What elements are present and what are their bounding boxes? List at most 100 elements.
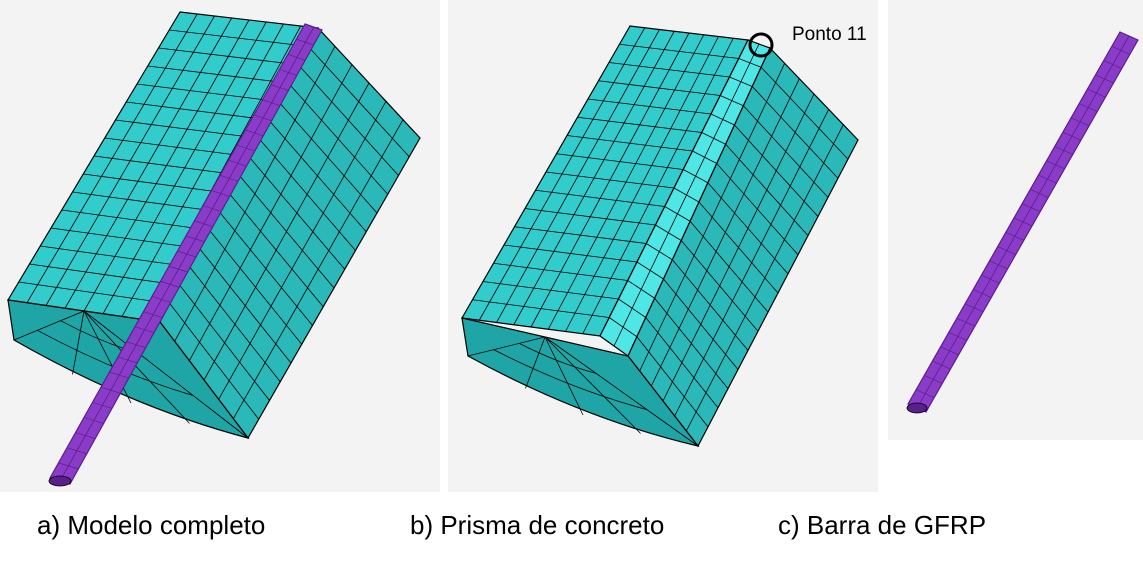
mesh-line bbox=[720, 95, 744, 107]
mesh-line bbox=[636, 336, 709, 428]
mesh-line bbox=[93, 155, 240, 176]
mesh-line bbox=[158, 47, 299, 66]
panel-a-bar-end bbox=[48, 475, 72, 487]
mesh-line bbox=[288, 82, 389, 195]
bar-mesh-line bbox=[287, 53, 306, 61]
mesh-line bbox=[618, 298, 646, 318]
mesh-line bbox=[535, 189, 665, 207]
mesh-line bbox=[655, 224, 682, 241]
mesh-line bbox=[627, 280, 655, 299]
mesh-line bbox=[482, 281, 619, 300]
bar-mesh-line bbox=[916, 35, 1130, 409]
mesh-line bbox=[544, 336, 641, 434]
panel-b-top-face-lines bbox=[472, 27, 739, 334]
mesh-line bbox=[566, 135, 693, 152]
mesh-line bbox=[692, 150, 717, 164]
mesh-line bbox=[514, 226, 647, 244]
mesh-line bbox=[544, 336, 699, 447]
mesh-line bbox=[654, 297, 729, 389]
mesh-line bbox=[61, 209, 210, 231]
mesh-line bbox=[136, 83, 279, 102]
panel-b-end-face bbox=[461, 317, 700, 447]
mesh-line bbox=[169, 303, 260, 420]
mesh-line bbox=[680, 240, 759, 332]
mesh-line bbox=[189, 266, 281, 382]
mesh-line bbox=[72, 191, 220, 213]
mesh-line bbox=[493, 349, 648, 411]
mesh-line bbox=[278, 101, 378, 214]
mesh-line bbox=[126, 101, 269, 121]
bar-mesh-line bbox=[296, 38, 314, 46]
mesh-line bbox=[467, 336, 546, 357]
mesh-line bbox=[751, 86, 839, 179]
mesh-line bbox=[525, 336, 546, 389]
mesh-line bbox=[307, 46, 410, 158]
caption-a: a) Modelo completo bbox=[37, 510, 266, 540]
mesh-line bbox=[179, 285, 270, 401]
mesh-line bbox=[83, 310, 249, 439]
mesh-line bbox=[587, 98, 712, 115]
mesh-line bbox=[701, 132, 726, 145]
mesh-line bbox=[598, 80, 721, 96]
mesh-line bbox=[268, 119, 367, 233]
mesh-line bbox=[556, 153, 684, 170]
mesh-line bbox=[609, 317, 638, 338]
mesh-line bbox=[672, 259, 749, 351]
mesh-line bbox=[683, 169, 709, 184]
mesh-line bbox=[83, 310, 190, 424]
mesh-line bbox=[115, 119, 259, 139]
mesh-line bbox=[619, 43, 739, 59]
mesh-line bbox=[13, 310, 85, 341]
mesh-line bbox=[608, 62, 730, 78]
mesh-line bbox=[258, 137, 356, 251]
mesh-line bbox=[544, 336, 584, 416]
mesh-line bbox=[40, 245, 190, 268]
mesh-line bbox=[524, 208, 656, 226]
mesh-line bbox=[645, 317, 719, 408]
mesh-line bbox=[716, 163, 799, 256]
bar-mesh-line bbox=[59, 26, 315, 482]
mesh-line bbox=[218, 211, 313, 326]
mesh-line bbox=[743, 105, 829, 198]
point-11-marker bbox=[748, 32, 774, 58]
mesh-line bbox=[519, 342, 597, 374]
mesh-line bbox=[493, 262, 628, 281]
caption-b: b) Prisma de concreto bbox=[410, 510, 665, 540]
mesh-line bbox=[646, 243, 673, 261]
mesh-line bbox=[29, 263, 180, 286]
panel-b-groove-lines bbox=[609, 43, 762, 347]
mesh-line bbox=[545, 171, 675, 189]
panel-b-side-face-lines bbox=[636, 63, 849, 432]
mesh-line bbox=[707, 182, 789, 275]
mesh-line bbox=[18, 281, 170, 305]
mesh-line bbox=[83, 173, 230, 194]
mesh-line bbox=[734, 124, 819, 217]
mesh-line bbox=[50, 227, 200, 249]
mesh-line bbox=[472, 299, 610, 318]
mesh-line bbox=[248, 156, 346, 270]
mesh-line bbox=[636, 261, 664, 280]
mesh-line bbox=[169, 29, 309, 47]
mesh-line bbox=[199, 248, 292, 364]
mesh-line bbox=[673, 187, 700, 203]
mesh-line bbox=[698, 201, 779, 294]
mesh-line bbox=[297, 64, 399, 176]
mesh-line bbox=[760, 66, 849, 160]
mesh-line bbox=[577, 116, 702, 133]
mesh-line bbox=[664, 206, 691, 222]
mesh-line bbox=[729, 76, 753, 87]
mesh-line bbox=[738, 58, 762, 68]
panel-c-bar-end bbox=[906, 402, 928, 414]
mesh-line bbox=[228, 193, 324, 308]
panel-a-side-face-lines bbox=[169, 46, 410, 420]
mesh-line bbox=[663, 278, 739, 370]
mesh-line bbox=[209, 229, 303, 345]
mesh-line bbox=[725, 143, 809, 236]
mesh-line bbox=[503, 244, 638, 263]
mesh-line bbox=[104, 137, 249, 158]
mesh-line bbox=[689, 220, 769, 313]
mesh-line bbox=[710, 113, 735, 126]
caption-c: c) Barra de GFRP bbox=[778, 510, 987, 540]
mesh-line bbox=[238, 174, 335, 289]
